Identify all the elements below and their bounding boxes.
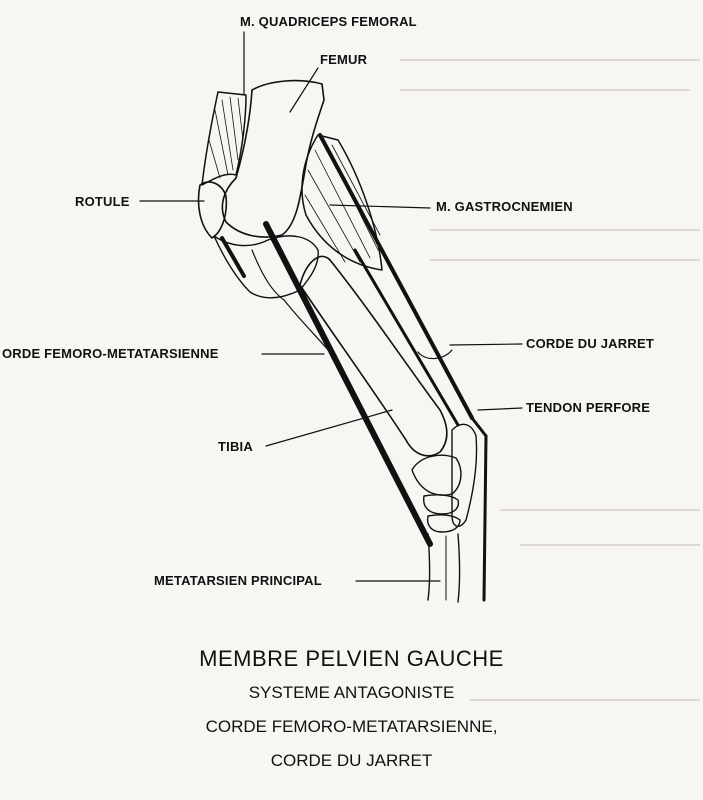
label-femur: FEMUR — [320, 52, 368, 67]
leader-tendon — [477, 407, 523, 411]
label-tendon-perfore: TENDON PERFORE — [526, 400, 651, 415]
quadriceps-fibers — [208, 96, 244, 179]
fibula — [251, 249, 331, 353]
leader-femur — [289, 67, 319, 113]
label-gastrocnemien: M. GASTROCNEMIEN — [436, 199, 573, 214]
caption-line-2: CORDE FEMORO-METATARSIENNE, — [205, 717, 498, 736]
label-tibia: TIBIA — [218, 439, 253, 454]
patella — [197, 181, 228, 239]
knee-joint — [213, 235, 319, 299]
background-bleed-through — [400, 59, 700, 701]
quadriceps-muscle — [201, 91, 247, 186]
label-quadriceps: M. QUADRICEPS FEMORAL — [240, 14, 417, 29]
tarsal-bone-2 — [423, 494, 460, 515]
caption-line-3: CORDE DU JARRET — [270, 751, 433, 770]
label-corde-du-jarret: CORDE DU JARRET — [526, 336, 654, 351]
label-metatarsien-principal: METATARSIEN PRINCIPAL — [154, 573, 322, 588]
femur-bone — [221, 79, 325, 238]
tarsal-bone-3 — [426, 514, 461, 533]
tibia-bone — [299, 255, 448, 457]
leader-tibia — [265, 409, 393, 447]
corde-du-jarret-arc — [417, 349, 453, 360]
leader-corde-jarret — [449, 343, 523, 346]
tarsal-bone-1 — [411, 454, 462, 496]
leader-lines — [139, 31, 523, 582]
gastrocnemius-fibers — [304, 142, 381, 263]
corde-du-jarret-front — [318, 133, 474, 420]
gastrocnemius-muscle — [301, 134, 383, 271]
caption-line-1: SYSTEME ANTAGONISTE — [248, 683, 455, 702]
corde-femoro-upper-segment — [220, 236, 246, 278]
tendon-perfore-line — [470, 416, 488, 438]
label-rotule: ROTULE — [75, 194, 130, 209]
corde-femoro-metatarsienne — [263, 221, 433, 547]
label-corde-femoro-metatarsienne: ORDE FEMORO-METATARSIENNE — [2, 346, 219, 361]
calcaneus — [451, 423, 478, 527]
corde-du-jarret-back — [353, 248, 460, 427]
leader-gastrocnemien — [329, 204, 431, 209]
caption-title: MEMBRE PELVIEN GAUCHE — [199, 646, 504, 671]
tendon-perfore-vertical — [482, 434, 488, 602]
